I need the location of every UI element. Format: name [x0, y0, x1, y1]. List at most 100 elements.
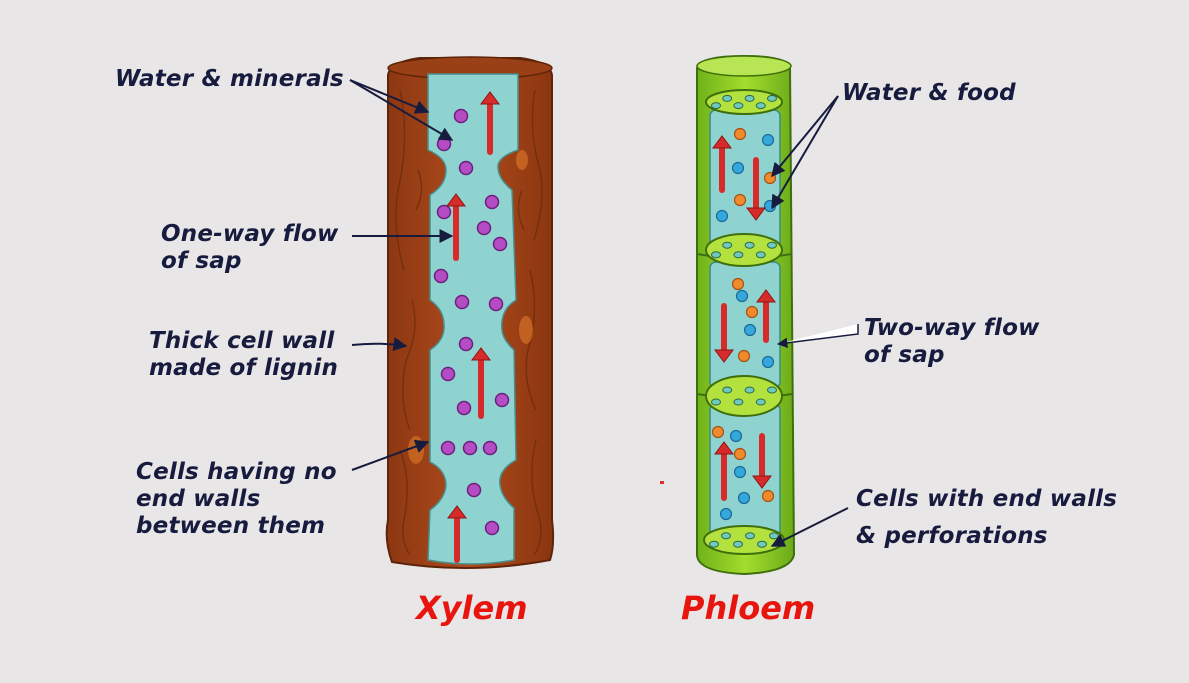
food-particle — [733, 193, 747, 207]
xylem-title: Xylem — [416, 589, 528, 627]
food-particle — [711, 425, 725, 439]
water-particle — [715, 209, 729, 223]
water-particle — [733, 465, 747, 479]
leader-two-way-flow — [776, 324, 859, 349]
mineral-particle — [433, 268, 449, 284]
down-arrow — [752, 433, 772, 489]
phloem-top-rim — [696, 55, 792, 77]
wood-grain — [395, 89, 543, 556]
leader-water-food-b — [771, 95, 839, 210]
mineral-particle — [458, 336, 474, 352]
mineral-particle — [466, 482, 482, 498]
perforation — [767, 386, 777, 394]
perforation — [767, 241, 777, 249]
food-particle — [761, 489, 775, 503]
up-arrow — [446, 193, 466, 261]
xylem-flow-arrows — [446, 91, 500, 563]
food-particle — [745, 305, 759, 319]
food-particle — [733, 447, 747, 461]
mineral-particle — [484, 520, 500, 536]
label-line: end walls — [136, 486, 261, 512]
mineral-particle — [476, 220, 492, 236]
label-line: Cells with end walls — [856, 486, 1118, 512]
leader-water-minerals-b — [349, 79, 454, 141]
label-end-walls: Cells with end walls & perforations — [856, 481, 1117, 555]
perforation — [745, 532, 755, 540]
xylem-particles — [433, 108, 510, 536]
perforation — [733, 398, 744, 406]
mineral-particle — [494, 392, 510, 408]
mineral-particle — [458, 160, 474, 176]
perforation — [722, 94, 733, 102]
leader-lines — [349, 79, 859, 547]
label-thick-cell-wall: Thick cell wall made of lignin — [149, 328, 338, 382]
phloem-title: Phloem — [681, 589, 816, 627]
water-particle — [743, 323, 757, 337]
up-arrow — [756, 289, 776, 343]
label-one-way-flow: One-way flow of sap — [161, 221, 338, 275]
water-particle — [761, 133, 775, 147]
sieve-plate — [705, 375, 783, 417]
mineral-particle — [456, 400, 472, 416]
speck — [660, 481, 664, 484]
perforation — [722, 241, 733, 249]
water-particle — [735, 289, 749, 303]
leader-no-end-walls — [351, 439, 430, 471]
perforation — [711, 251, 721, 259]
mineral-particle — [482, 440, 498, 456]
label-line: made of lignin — [149, 355, 339, 381]
label-line: Cells having no — [136, 459, 337, 485]
water-particle — [719, 507, 733, 521]
perforation — [755, 251, 766, 259]
sieve-plate — [703, 525, 785, 555]
mineral-particle — [484, 194, 500, 210]
perforation — [711, 102, 721, 110]
perforation — [733, 102, 744, 110]
mineral-particle — [436, 136, 452, 152]
perforation — [767, 94, 777, 102]
perforation — [709, 540, 719, 548]
label-no-end-walls: Cells having no end walls between them — [136, 459, 337, 540]
mineral-particle — [492, 236, 508, 252]
label-line: of sap — [864, 342, 945, 368]
label-line: One-way flow — [161, 221, 339, 247]
perforation — [755, 398, 766, 406]
perforation — [733, 540, 743, 548]
label-line: Two-way flow — [864, 315, 1040, 341]
leader-water-minerals-a — [349, 79, 430, 114]
label-line: Thick cell wall — [149, 328, 335, 354]
sieve-plates — [703, 89, 785, 555]
leader-thick-wall — [351, 337, 408, 352]
label-line: of sap — [161, 248, 242, 274]
perforation — [744, 386, 755, 394]
up-arrow — [480, 91, 500, 155]
perforation — [721, 532, 731, 540]
food-particle — [731, 277, 745, 291]
mineral-particle — [488, 296, 504, 312]
mineral-particle — [440, 440, 456, 456]
mineral-particle — [454, 294, 470, 310]
label-water-minerals: Water & minerals — [115, 66, 344, 92]
label-two-way-flow: Two-way flow of sap — [864, 315, 1040, 369]
sieve-plate — [705, 89, 783, 115]
food-particle — [737, 349, 751, 363]
up-arrow — [471, 347, 491, 419]
mineral-particle — [462, 440, 478, 456]
perforation — [769, 532, 779, 540]
up-arrow — [714, 441, 734, 501]
leader-water-food-a — [771, 95, 839, 178]
water-particle — [731, 161, 745, 175]
water-particle — [729, 429, 743, 443]
perforation — [744, 94, 755, 102]
leader-end-walls — [770, 507, 849, 547]
perforation — [722, 386, 733, 394]
water-particle — [737, 491, 751, 505]
mineral-particle — [436, 204, 452, 220]
mineral-particle — [453, 108, 469, 124]
phloem-lumen-2 — [709, 261, 781, 389]
sieve-plate — [705, 233, 783, 267]
phloem-particles — [711, 127, 777, 521]
down-arrow — [714, 303, 734, 363]
